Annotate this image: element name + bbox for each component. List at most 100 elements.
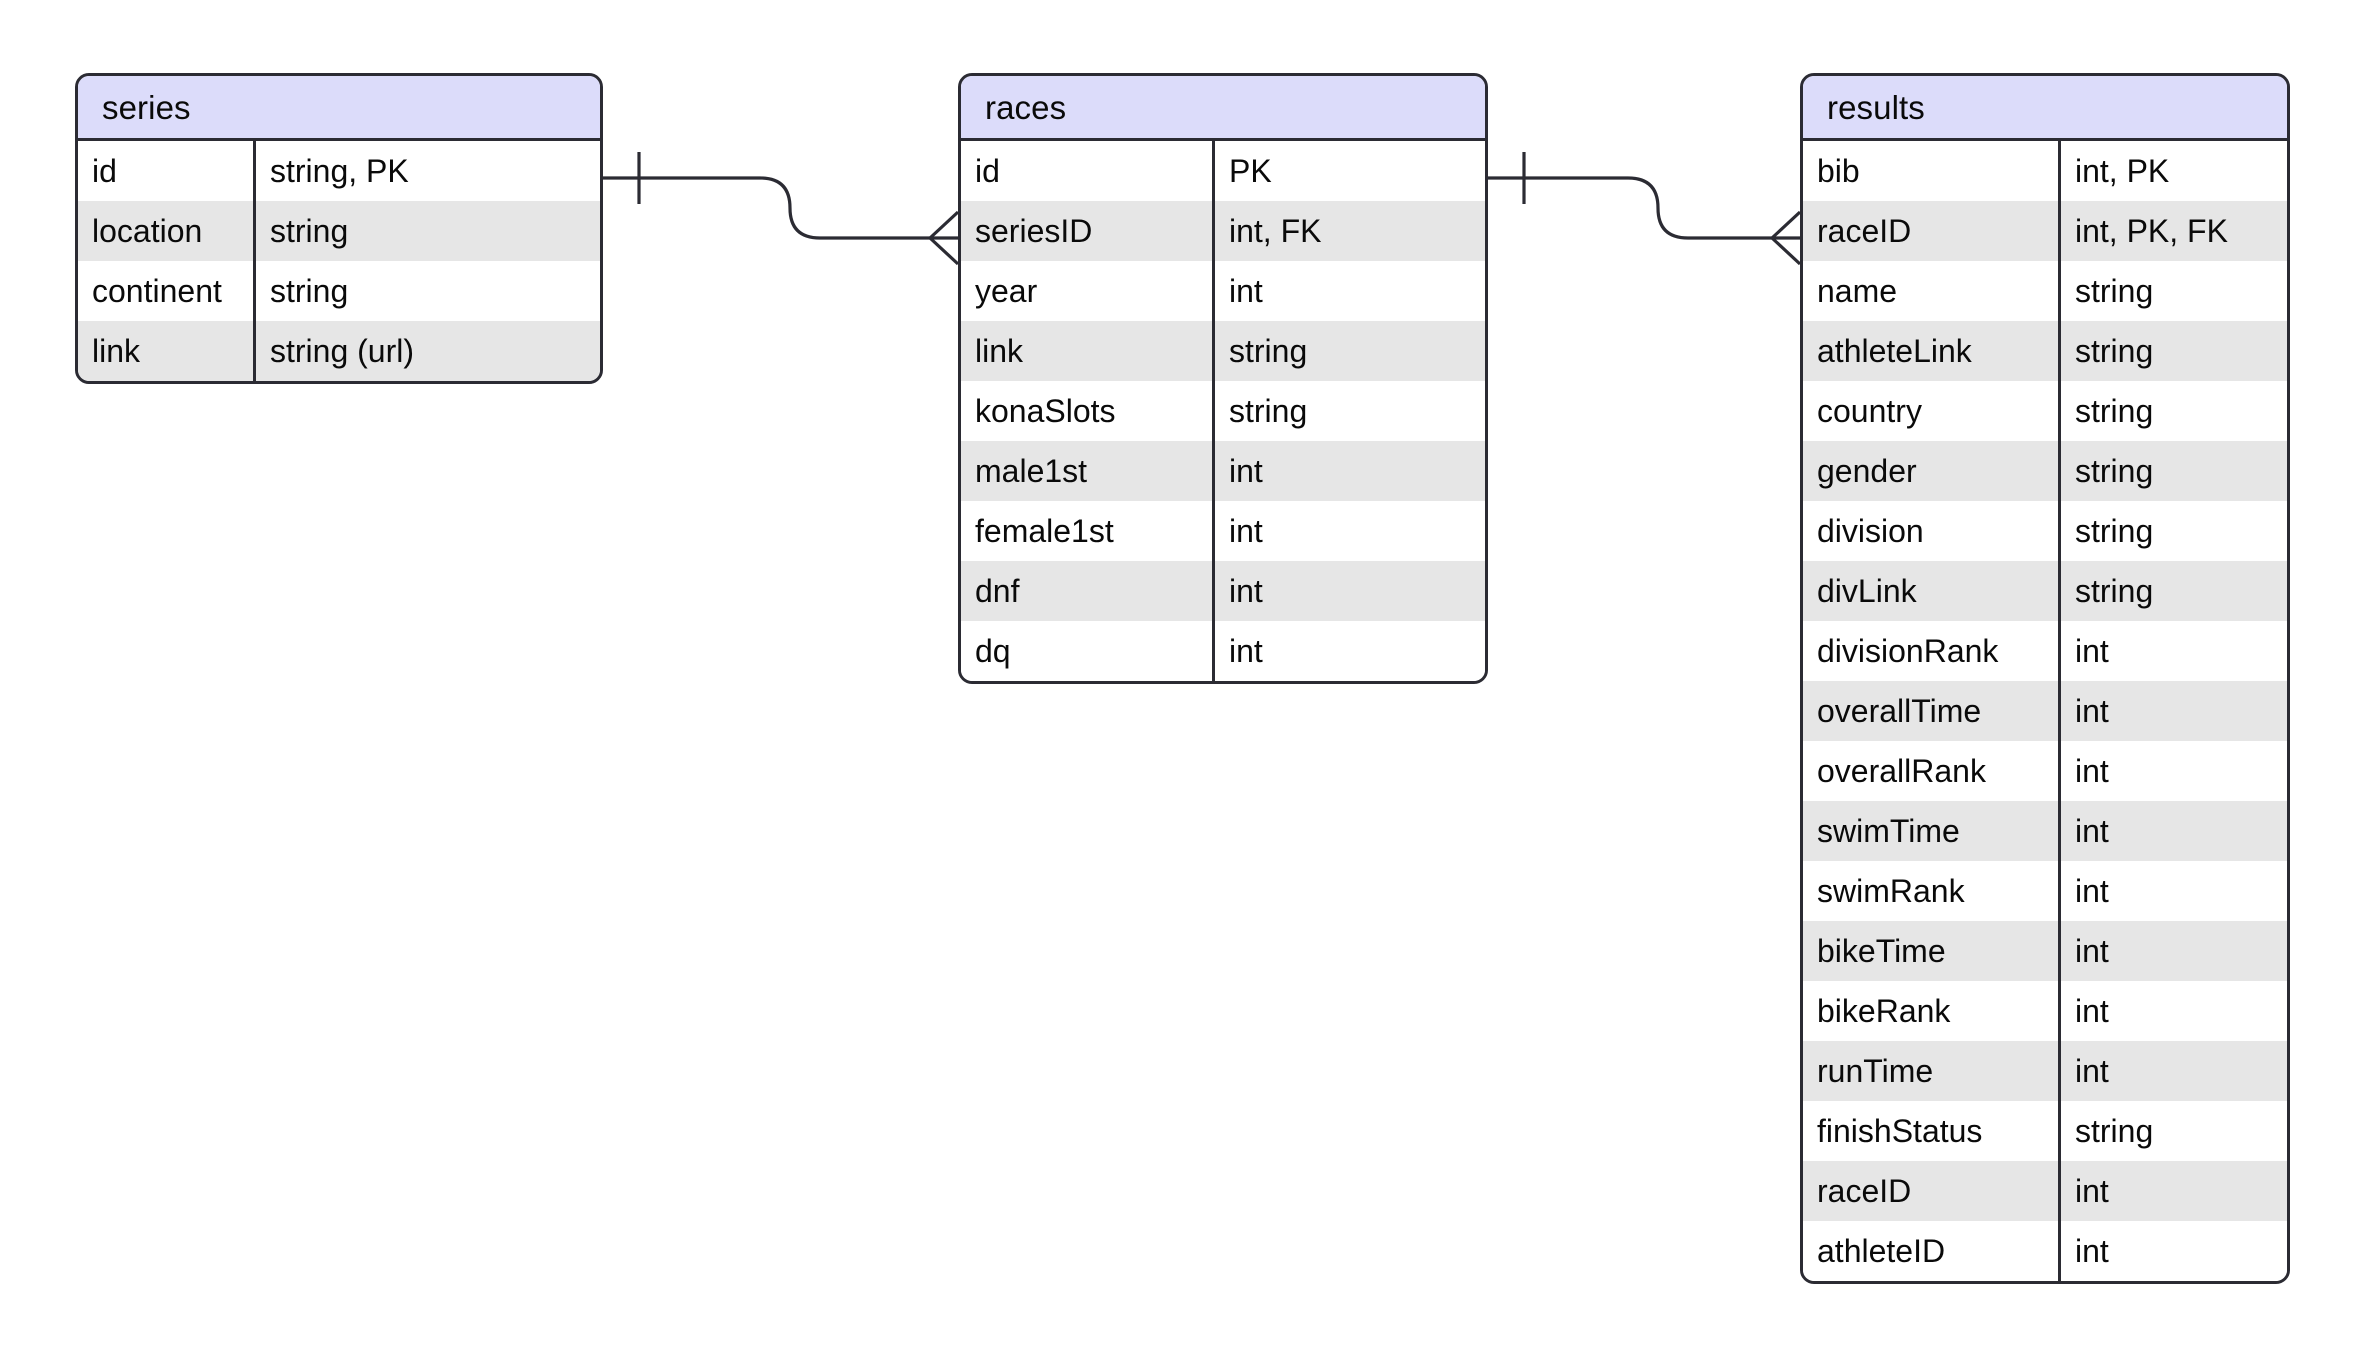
field-name: location xyxy=(78,201,256,261)
entity-field-row[interactable]: female1st int xyxy=(961,501,1485,561)
entity-field-row[interactable]: bib int, PK xyxy=(1803,141,2287,201)
field-name: name xyxy=(1803,261,2061,321)
field-type: int, FK xyxy=(1229,213,1322,249)
field-name: female1st xyxy=(961,501,1215,561)
entity-field-row[interactable]: runTime int xyxy=(1803,1041,2287,1101)
field-name: athleteLink xyxy=(1803,321,2061,381)
field-name: bikeTime xyxy=(1803,921,2061,981)
entity-field-row[interactable]: country string xyxy=(1803,381,2287,441)
entity-field-row[interactable]: raceID int, PK, FK xyxy=(1803,201,2287,261)
cardinality-many-crowsfoot-results xyxy=(1770,210,1802,266)
entity-field-row[interactable]: finishStatus string xyxy=(1803,1101,2287,1161)
entity-field-row[interactable]: swimTime int xyxy=(1803,801,2287,861)
entity-field-list-results: bib int, PK raceID int, PK, FK name stri… xyxy=(1803,141,2287,1281)
field-type: int xyxy=(1229,273,1263,309)
entity-field-row[interactable]: konaSlots string xyxy=(961,381,1485,441)
field-type: int xyxy=(1229,573,1263,609)
field-name: athleteID xyxy=(1803,1221,2061,1281)
relationship-line-series-races xyxy=(601,176,930,240)
entity-field-row[interactable]: location string xyxy=(78,201,600,261)
field-type: string xyxy=(1229,393,1308,429)
field-type: string xyxy=(2075,273,2154,309)
entity-header-series: series xyxy=(78,76,600,141)
entity-field-row[interactable]: divLink string xyxy=(1803,561,2287,621)
entity-field-row[interactable]: raceID int xyxy=(1803,1161,2287,1221)
entity-field-row[interactable]: id PK xyxy=(961,141,1485,201)
field-name: swimTime xyxy=(1803,801,2061,861)
field-type: string (url) xyxy=(270,333,415,369)
field-type: int xyxy=(2075,993,2109,1029)
entity-field-row[interactable]: continent string xyxy=(78,261,600,321)
field-type: string xyxy=(2075,573,2154,609)
entity-field-row[interactable]: name string xyxy=(1803,261,2287,321)
field-name: division xyxy=(1803,501,2061,561)
field-name: runTime xyxy=(1803,1041,2061,1101)
field-type: int xyxy=(2075,693,2109,729)
entity-field-row[interactable]: seriesID int, FK xyxy=(961,201,1485,261)
field-name: swimRank xyxy=(1803,861,2061,921)
field-name: divisionRank xyxy=(1803,621,2061,681)
field-type: int xyxy=(2075,1053,2109,1089)
field-name: raceID xyxy=(1803,1161,2061,1221)
field-type: string, PK xyxy=(270,153,409,189)
field-name: dq xyxy=(961,621,1215,681)
entity-table-races[interactable]: races id PK seriesID int, FK year int li… xyxy=(958,73,1488,684)
field-name: overallTime xyxy=(1803,681,2061,741)
entity-field-row[interactable]: dq int xyxy=(961,621,1485,681)
entity-title-results: results xyxy=(1827,88,1925,126)
entity-field-row[interactable]: division string xyxy=(1803,501,2287,561)
field-name: divLink xyxy=(1803,561,2061,621)
field-name: bikeRank xyxy=(1803,981,2061,1041)
field-type: int xyxy=(2075,933,2109,969)
field-name: country xyxy=(1803,381,2061,441)
entity-field-row[interactable]: link string xyxy=(961,321,1485,381)
relationship-series-to-races xyxy=(601,152,960,266)
entity-field-row[interactable]: swimRank int xyxy=(1803,861,2287,921)
entity-field-row[interactable]: gender string xyxy=(1803,441,2287,501)
field-type: int xyxy=(1229,633,1263,669)
field-type: int xyxy=(2075,873,2109,909)
field-type: int xyxy=(2075,753,2109,789)
field-name: continent xyxy=(78,261,256,321)
field-type: string xyxy=(2075,453,2154,489)
entity-field-row[interactable]: bikeTime int xyxy=(1803,921,2287,981)
field-type: string xyxy=(2075,393,2154,429)
entity-field-row[interactable]: year int xyxy=(961,261,1485,321)
entity-field-row[interactable]: athleteLink string xyxy=(1803,321,2287,381)
field-type: int xyxy=(2075,1233,2109,1269)
entity-title-races: races xyxy=(985,88,1067,126)
entity-header-races: races xyxy=(961,76,1485,141)
entity-field-row[interactable]: id string, PK xyxy=(78,141,600,201)
field-type: int xyxy=(2075,633,2109,669)
field-name: dnf xyxy=(961,561,1215,621)
field-name: year xyxy=(961,261,1215,321)
entity-field-list-races: id PK seriesID int, FK year int link str… xyxy=(961,141,1485,681)
field-type: string xyxy=(270,273,349,309)
field-type: string xyxy=(2075,513,2154,549)
field-type: PK xyxy=(1229,153,1272,189)
entity-header-results: results xyxy=(1803,76,2287,141)
field-name: gender xyxy=(1803,441,2061,501)
entity-field-row[interactable]: overallRank int xyxy=(1803,741,2287,801)
field-name: konaSlots xyxy=(961,381,1215,441)
field-type: string xyxy=(2075,333,2154,369)
entity-field-row[interactable]: bikeRank int xyxy=(1803,981,2287,1041)
cardinality-many-crowsfoot-races xyxy=(928,210,960,266)
field-type: int xyxy=(2075,1173,2109,1209)
entity-field-row[interactable]: male1st int xyxy=(961,441,1485,501)
entity-field-row[interactable]: dnf int xyxy=(961,561,1485,621)
field-name: male1st xyxy=(961,441,1215,501)
entity-field-row[interactable]: divisionRank int xyxy=(1803,621,2287,681)
entity-table-results[interactable]: results bib int, PK raceID int, PK, FK n… xyxy=(1800,73,2290,1284)
entity-title-series: series xyxy=(102,88,191,126)
entity-field-row[interactable]: overallTime int xyxy=(1803,681,2287,741)
entity-field-row[interactable]: link string (url) xyxy=(78,321,600,381)
field-name: finishStatus xyxy=(1803,1101,2061,1161)
field-type: int, PK, FK xyxy=(2075,213,2228,249)
field-name: raceID xyxy=(1803,201,2061,261)
field-type: string xyxy=(1229,333,1308,369)
relationship-races-to-results xyxy=(1486,152,1802,266)
entity-table-series[interactable]: series id string, PK location string con… xyxy=(75,73,603,384)
entity-field-row[interactable]: athleteID int xyxy=(1803,1221,2287,1281)
